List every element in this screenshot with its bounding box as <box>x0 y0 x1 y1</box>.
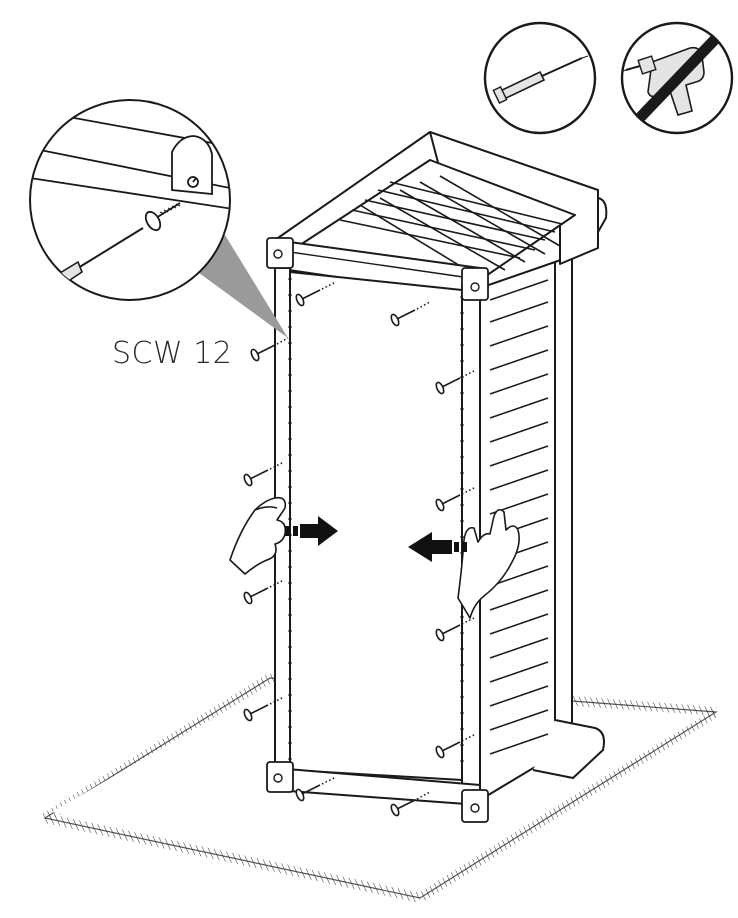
left-hand <box>229 496 287 575</box>
screw-12 <box>390 791 431 817</box>
push-arrow-right <box>285 516 338 546</box>
right-hand <box>457 508 520 619</box>
screw-3 <box>250 337 289 362</box>
screwdriver-icon <box>483 21 597 135</box>
part-label-screw-code: SCW 12 <box>112 336 233 371</box>
screw-7 <box>243 579 285 605</box>
chair-side-slats <box>489 279 549 755</box>
screw-5 <box>243 461 285 487</box>
screw-9 <box>243 696 285 722</box>
push-arrow-left <box>408 532 467 562</box>
detail-callout <box>29 99 288 338</box>
screw-11 <box>295 776 337 802</box>
screw-10 <box>435 734 475 759</box>
screw-4 <box>435 370 475 395</box>
screw-2 <box>390 301 431 327</box>
screw-1 <box>295 281 337 307</box>
screw-8 <box>435 617 475 642</box>
screw-6 <box>435 487 475 512</box>
chair-body <box>266 131 608 823</box>
screw-set <box>243 281 475 817</box>
power-drill-icon <box>620 21 734 135</box>
